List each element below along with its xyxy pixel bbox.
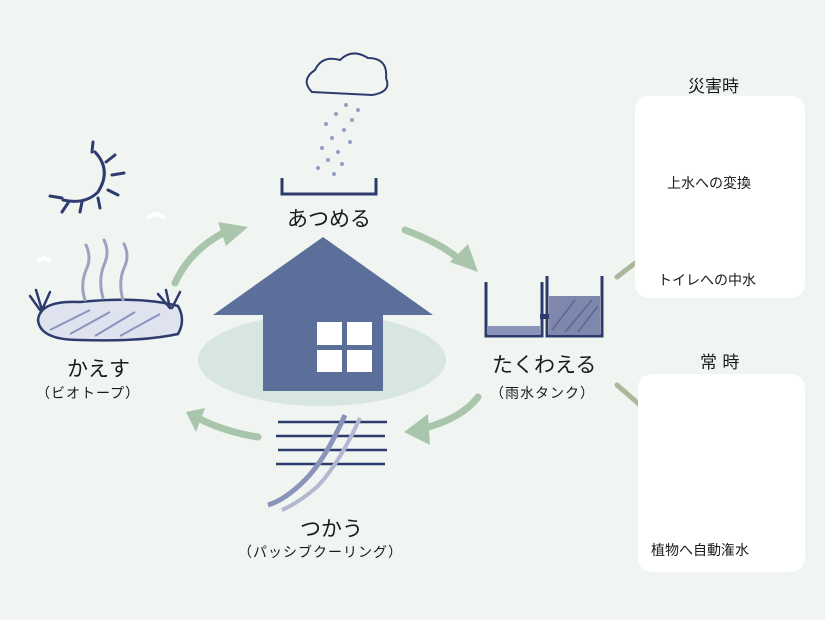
cycle-arrows [171,222,482,445]
panel-normal-title: 常 時 [700,353,740,373]
stage-collect-label: あつめる [287,207,371,231]
stage-store-sublabel: （雨水タンク） [490,386,595,402]
panel-disaster-title: 災害時 [688,77,739,97]
biotope-pond-icon [28,212,184,342]
cooling-lines-icon [267,413,387,512]
stage-use-label: つかう [300,517,363,541]
panel-normal [638,374,805,572]
cloud-rain-icon [280,52,389,196]
panel-disaster-item-1: 上水への変換 [667,176,751,192]
arrow-use-to-return [194,414,262,441]
stage-store-label: たくわえる [492,353,597,377]
arrow-store-to-use [421,393,482,432]
arrow-collect-to-store [401,226,466,266]
stage-use-sublabel: （パッシブクーリング） [238,545,403,561]
stage-return-sublabel: （ビオトープ） [36,386,141,402]
panel-disaster-item-2: トイレへの中水 [658,273,756,289]
rain-tank-icon [484,276,604,338]
panel-disaster [635,96,805,298]
panel-normal-item-1: 植物へ自動潅水 [651,543,749,559]
stage-return-label: かえす [67,357,130,381]
arrow-return-to-collect [171,228,229,287]
sun-icon [48,140,126,214]
house-icon [213,237,433,391]
